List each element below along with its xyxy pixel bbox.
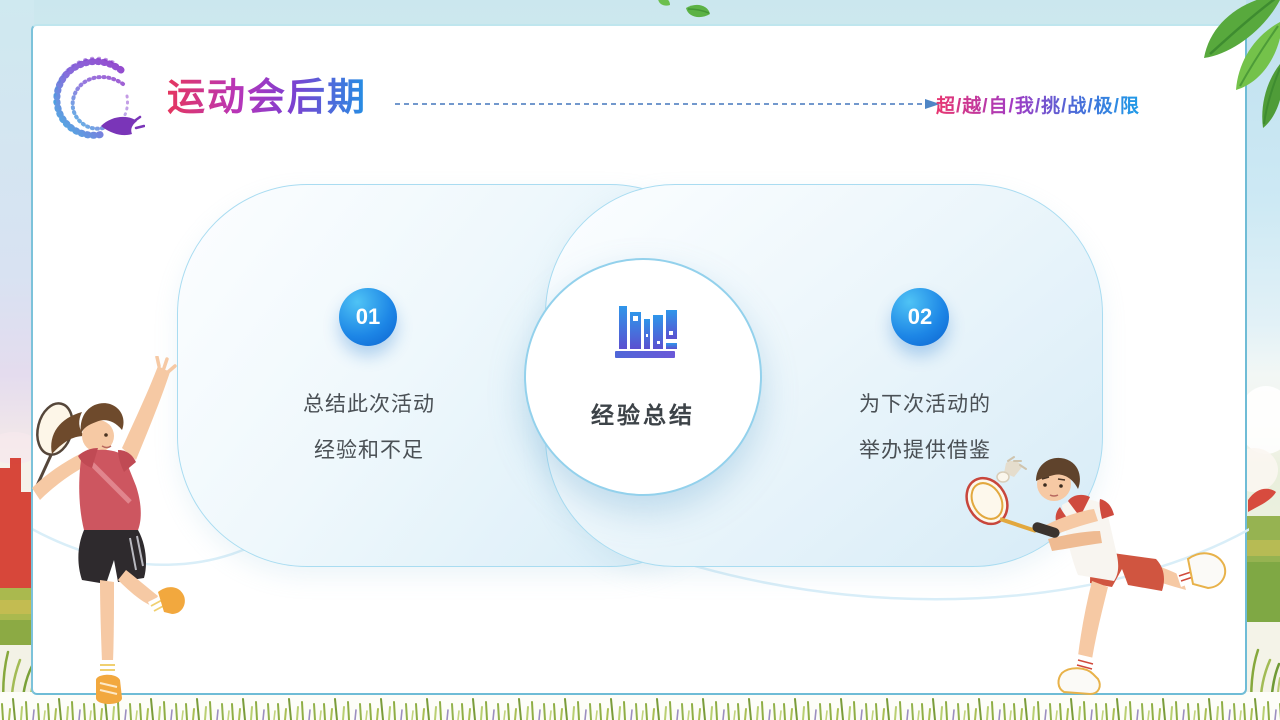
particle-swirl-dragon-icon <box>53 56 145 139</box>
item-1-line-2: 经验和不足 <box>314 439 424 462</box>
page-title: 运动会后期 <box>167 72 367 124</box>
header-slogan: 超/越/自/我/挑/战/极/限 <box>936 92 1140 122</box>
small-leaves-icon <box>658 0 710 18</box>
item-2-line-1: 为下次活动的 <box>859 393 991 416</box>
item-2-line-2: 举办提供借鉴 <box>859 439 991 462</box>
boy-badminton-illustration <box>965 456 1227 696</box>
slide-card: 运动会后期 超/越/自/我/挑/战/极/限 <box>31 24 1249 695</box>
field-flag-grass-art <box>1246 386 1280 720</box>
item-text-1: 总结此次活动 经验和不足 <box>229 382 509 474</box>
grass-strip <box>0 692 1280 720</box>
corner-leaves-icon <box>1204 0 1280 128</box>
center-label: 经验总结 <box>591 402 695 428</box>
item-1-line-1: 总结此次活动 <box>303 393 435 416</box>
badge-02: 02 <box>891 288 949 346</box>
girl-badminton-illustration <box>32 356 185 704</box>
arrow-right-icon <box>925 99 940 109</box>
diagram-center-circle: 经验总结 <box>524 258 762 496</box>
badge-01: 01 <box>339 288 397 346</box>
item-text-2: 为下次活动的 举办提供借鉴 <box>785 382 1065 474</box>
bookshelf-icon <box>615 306 677 358</box>
dotted-connector-arrow <box>395 99 940 109</box>
